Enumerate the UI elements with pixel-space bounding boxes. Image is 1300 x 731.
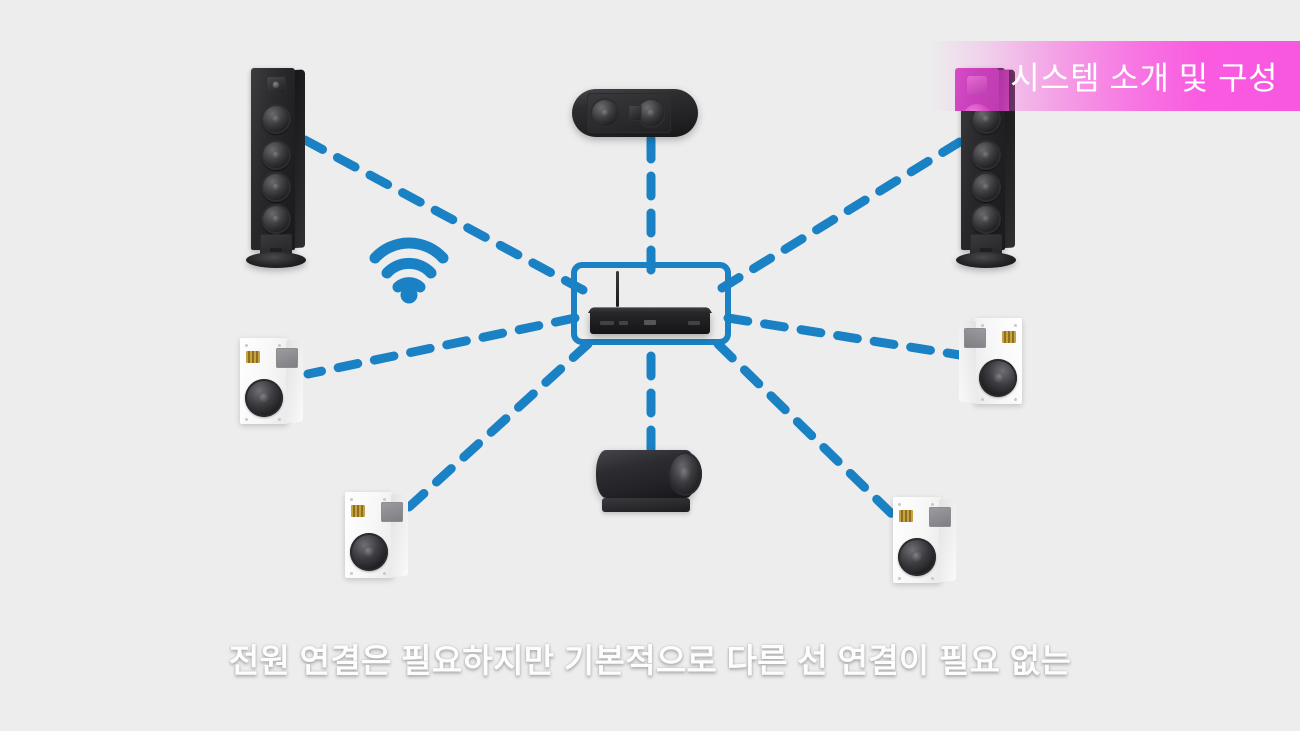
driver [971, 204, 1001, 234]
speaker-base [956, 252, 1016, 268]
binding-post [1002, 331, 1016, 343]
tweeter [929, 507, 951, 527]
wireless-av-receiver[interactable] [588, 271, 712, 341]
screw [350, 498, 353, 501]
driver [261, 172, 291, 202]
bookshelf-speaker-rear-right[interactable] [893, 497, 957, 585]
tweeter [628, 105, 642, 121]
woofer [979, 359, 1017, 397]
title-banner: 시스템 소개 및 구성 [930, 41, 1300, 111]
tweeter [381, 502, 403, 522]
driver [971, 140, 1001, 170]
receiver-marking [619, 321, 628, 325]
driver [971, 172, 1001, 202]
antenna [616, 271, 619, 307]
receiver-marking [688, 321, 700, 325]
link-surround-left [303, 313, 580, 379]
binding-post [246, 351, 260, 363]
screw [383, 572, 386, 575]
screw [245, 418, 248, 421]
screw [931, 503, 934, 506]
driver [261, 104, 291, 134]
screw [1014, 398, 1017, 401]
subwoofer-base [602, 498, 690, 512]
hub-highlight-box [571, 262, 731, 345]
bookshelf-speaker-rear-left[interactable] [345, 492, 409, 580]
link-rear-right [713, 339, 905, 527]
screw [1014, 324, 1017, 327]
speaker-side-panel [295, 69, 305, 248]
binding-post [899, 510, 913, 522]
bookshelf-speaker-surround-right[interactable] [958, 318, 1022, 406]
center-channel-speaker[interactable] [572, 89, 698, 137]
screw [245, 344, 248, 347]
link-surround-right [723, 313, 965, 360]
tweeter [276, 348, 298, 368]
screw [981, 324, 984, 327]
driver [261, 204, 291, 234]
screw [278, 344, 281, 347]
bookshelf-speaker-surround-left[interactable] [240, 338, 304, 426]
screw [981, 398, 984, 401]
link-front-left [287, 128, 588, 295]
link-front-right [717, 127, 981, 293]
wifi-icon [369, 237, 449, 304]
tweeter [266, 76, 286, 94]
subtitle-caption: 전원 연결은 필요하지만 기본적으로 다른 선 연결이 필요 없는 [228, 642, 1072, 679]
woofer [898, 538, 936, 576]
screw [383, 498, 386, 501]
receiver-display [644, 320, 656, 325]
woofer [245, 379, 283, 417]
screw [898, 503, 901, 506]
woofer [350, 533, 388, 571]
screw [931, 577, 934, 580]
driver [261, 140, 291, 170]
banner-title: 시스템 소개 및 구성 [1010, 60, 1278, 96]
screw [350, 572, 353, 575]
screw [278, 418, 281, 421]
binding-post [351, 505, 365, 517]
receiver-marking [600, 321, 614, 325]
speaker-base [246, 252, 306, 268]
tower-speaker-front-left[interactable] [245, 68, 307, 268]
screw [898, 577, 901, 580]
wifi-dot [400, 286, 418, 304]
subwoofer-driver [668, 452, 702, 496]
driver [590, 98, 620, 128]
tweeter [964, 328, 986, 348]
link-rear-left [392, 339, 593, 523]
subwoofer[interactable] [596, 450, 704, 512]
